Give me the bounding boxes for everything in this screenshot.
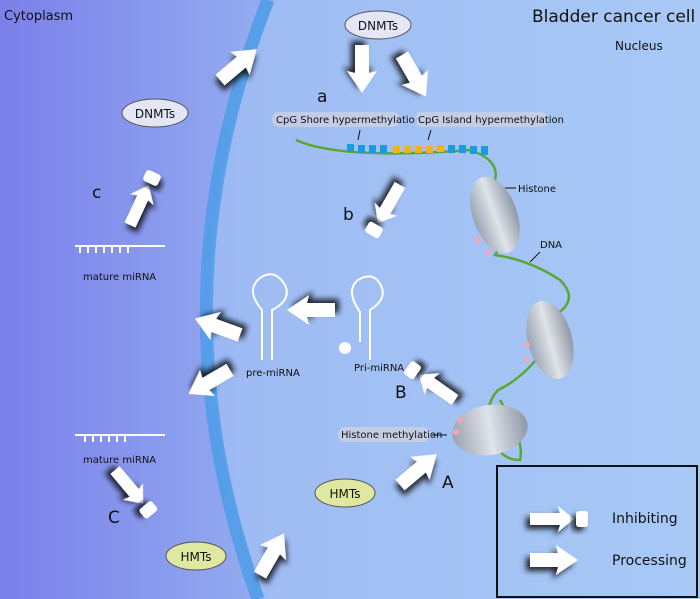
- cell-title: Bladder cancer cell: [532, 7, 695, 27]
- nucleus-region: [209, 0, 700, 599]
- cpg-sites: [347, 144, 488, 155]
- legend-inhibiting-label: Inhibiting: [612, 511, 678, 527]
- label-b: b: [343, 205, 354, 225]
- dnmts-top: DNMTs: [344, 10, 412, 40]
- label-c: c: [92, 183, 101, 203]
- svg-text:DNMTs: DNMTs: [135, 107, 175, 121]
- histone-3: [452, 404, 528, 456]
- svg-text:HMTs: HMTs: [181, 550, 212, 564]
- cpg-island-label: CpG Island hypermethylation: [418, 115, 564, 126]
- label-B: B: [395, 383, 407, 403]
- label-a: a: [317, 87, 327, 107]
- pri-mirna-label: Pri-miRNA: [354, 363, 404, 374]
- nucleus-label: Nucleus: [615, 39, 663, 53]
- label-C: C: [108, 508, 120, 528]
- dnmts-left: DNMTs: [121, 98, 189, 128]
- dna-label: DNA: [540, 240, 562, 251]
- histone-label: Histone: [518, 184, 556, 195]
- svg-text:DNMTs: DNMTs: [358, 19, 398, 33]
- cpg-shore-label: CpG Shore hypermethylation: [276, 115, 421, 126]
- mirna-structures: [75, 245, 384, 442]
- histone-2: [524, 300, 574, 380]
- mature-mirna-label-2: mature miRNA: [83, 455, 156, 466]
- pre-mirna-label: pre-miRNA: [246, 368, 300, 379]
- legend: Inhibiting Processing: [496, 465, 698, 598]
- histone-methylation-label: Histone methylation: [341, 430, 442, 441]
- mature-mirna-label-1: mature miRNA: [83, 272, 156, 283]
- cytoplasm-label: Cytoplasm: [4, 9, 73, 24]
- histone-1: [470, 176, 520, 255]
- label-A: A: [442, 473, 454, 493]
- hmts-bottom: HMTs: [165, 541, 227, 571]
- nuclear-membrane: [199, 0, 275, 599]
- hmts-mid: HMTs: [314, 478, 376, 508]
- legend-processing-label: Processing: [612, 553, 687, 569]
- svg-text:HMTs: HMTs: [330, 487, 361, 501]
